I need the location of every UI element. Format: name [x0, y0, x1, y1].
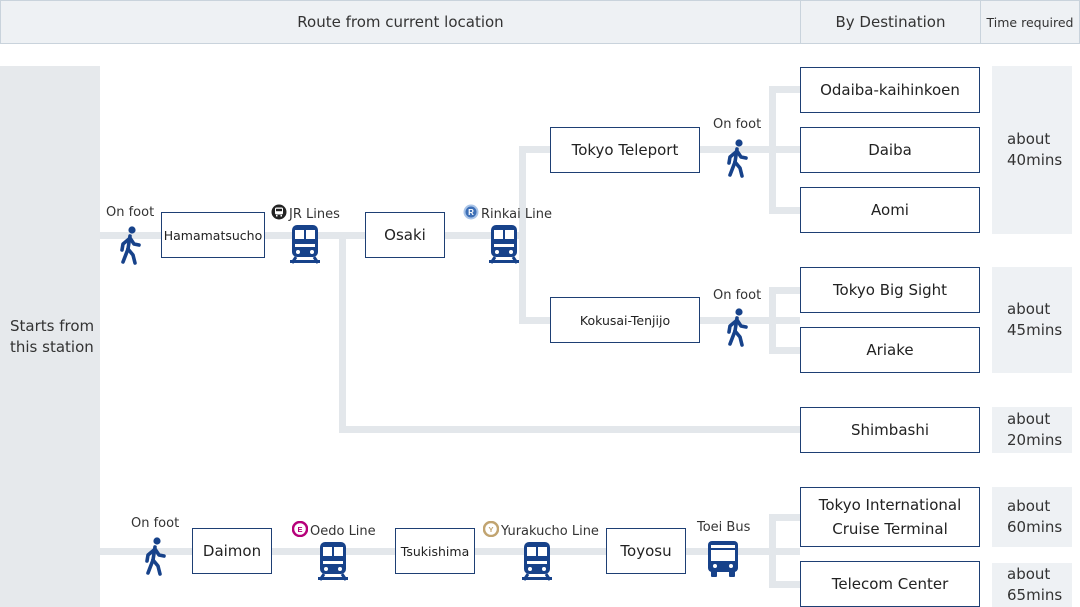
rinkai-line-label: R Rinkai Line: [463, 204, 552, 223]
route-line: [339, 426, 800, 433]
on-foot-label: On foot: [131, 516, 180, 531]
destination-ariake[interactable]: Ariake: [800, 327, 980, 373]
destination-shimbashi[interactable]: Shimbashi: [800, 407, 980, 453]
station-tokyo-teleport[interactable]: Tokyo Teleport: [550, 127, 700, 173]
oedo-line-label: E Oedo Line: [292, 521, 376, 540]
header-by-destination: By Destination: [800, 0, 981, 44]
train-icon: [318, 542, 348, 581]
walking-person-icon: [120, 226, 141, 265]
svg-text:Y: Y: [488, 525, 493, 534]
route-line: [519, 146, 550, 153]
route-line: [700, 146, 800, 153]
svg-text:R: R: [468, 208, 474, 217]
route-line: [339, 232, 346, 433]
route-line: [769, 86, 800, 93]
route-line: [769, 581, 800, 588]
jr-badge-icon: [271, 204, 287, 220]
yurakucho-badge-icon: Y: [483, 521, 499, 537]
route-line: [769, 207, 800, 214]
route-line: [700, 317, 800, 324]
destination-telecom-center[interactable]: Telecom Center: [800, 561, 980, 607]
route-line: [769, 514, 800, 521]
header-route: Route from current location: [0, 0, 801, 44]
station-daimon[interactable]: Daimon: [192, 528, 272, 574]
destination-tokyo-big-sight[interactable]: Tokyo Big Sight: [800, 267, 980, 313]
route-line: [769, 347, 800, 354]
oedo-badge-icon: E: [292, 521, 308, 537]
station-hamamatsucho[interactable]: Hamamatsucho: [161, 212, 265, 258]
rinkai-badge-icon: R: [463, 204, 479, 220]
toei-bus-label: Toei Bus: [697, 520, 751, 535]
header-time-required: Time required: [980, 0, 1080, 44]
route-line: [519, 317, 550, 324]
destination-aomi[interactable]: Aomi: [800, 187, 980, 233]
svg-text:E: E: [297, 525, 302, 534]
start-label: Starts from this station: [10, 317, 95, 356]
on-foot-label: On foot: [713, 288, 762, 303]
route-line: [519, 146, 526, 324]
station-tsukishima[interactable]: Tsukishima: [395, 528, 475, 574]
walking-person-icon: [145, 537, 166, 576]
station-toyosu[interactable]: Toyosu: [606, 528, 686, 574]
station-kokusai-tenjijo[interactable]: Kokusai-Tenjijo: [550, 297, 700, 343]
walking-person-icon: [727, 139, 748, 178]
train-icon: [522, 542, 552, 581]
start-column: [0, 66, 100, 607]
destination-odaiba-kaihinkoen[interactable]: Odaiba-kaihinkoen: [800, 67, 980, 113]
station-osaki[interactable]: Osaki: [365, 212, 445, 258]
jr-lines-label: JR Lines: [271, 204, 340, 223]
on-foot-label: On foot: [713, 117, 762, 132]
route-line: [769, 514, 776, 588]
route-line: [769, 86, 776, 214]
train-icon: [290, 225, 320, 264]
route-line: [769, 287, 776, 354]
bus-icon: [708, 541, 738, 577]
yurakucho-line-label: Y Yurakucho Line: [483, 521, 599, 540]
train-icon: [489, 225, 519, 264]
on-foot-label: On foot: [106, 205, 155, 220]
route-line: [769, 287, 800, 294]
walking-person-icon: [727, 308, 748, 347]
destination-daiba[interactable]: Daiba: [800, 127, 980, 173]
